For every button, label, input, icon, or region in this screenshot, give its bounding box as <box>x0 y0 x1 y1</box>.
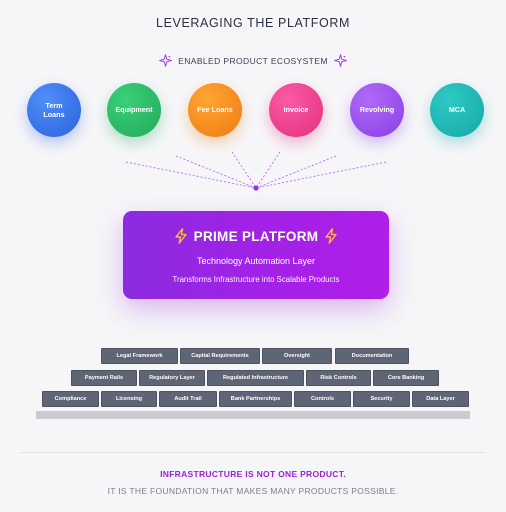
product-label: Loans <box>43 110 65 119</box>
platform-title: PRIME PLATFORM <box>193 228 319 244</box>
brick-regulatory-layer: Regulatory Layer <box>139 370 205 386</box>
divider <box>20 452 486 453</box>
product-bubble-equipment[interactable]: Equipment <box>107 83 161 137</box>
product-label: Fee Loans <box>197 105 233 115</box>
product-label: Revolving <box>359 105 395 115</box>
brick-risk-controls: Risk Controls <box>306 370 371 386</box>
brick-bank-partnerships: Bank Partnerships <box>219 391 292 407</box>
footer-headline: INFRASTRUCTURE IS NOT ONE PRODUCT. <box>160 469 346 479</box>
brick-documentation: Documentation <box>335 348 409 364</box>
sparkle-icon <box>333 54 347 67</box>
brick-capital-requirements: Capital Requirements <box>180 348 260 364</box>
platform-subtitle: Technology Automation Layer <box>196 256 316 266</box>
brick-licensing: Licensing <box>101 391 157 407</box>
brick-regulated-infrastructure: Regulated Infrastructure <box>207 370 304 386</box>
lightning-icon <box>174 228 187 244</box>
brick-compliance: Compliance <box>42 391 99 407</box>
connector-hub <box>253 185 259 191</box>
page-title: LEVERAGING THE PLATFORM <box>156 16 350 30</box>
product-label: Invoice <box>283 105 309 115</box>
platform-description: Transforms Infrastructure into Scalable … <box>172 275 340 284</box>
product-bubble-invoice[interactable]: Invoice <box>269 83 323 137</box>
brick-audit-trail: Audit Trail <box>159 391 217 407</box>
brick-core-banking: Core Banking <box>373 370 439 386</box>
brick-legal-framework: Legal Framework <box>101 348 178 364</box>
brick-controls: Controls <box>294 391 351 407</box>
prime-platform-card[interactable]: PRIME PLATFORM Technology Automation Lay… <box>123 211 389 299</box>
brick-payment-rails: Payment Rails <box>71 370 137 386</box>
footer-tagline: IT IS THE FOUNDATION THAT MAKES MANY PRO… <box>107 486 399 496</box>
product-bubble-fee-loans[interactable]: Fee Loans <box>188 83 242 137</box>
connector-lines <box>125 151 387 191</box>
infrastructure-base <box>36 411 470 419</box>
ecosystem-heading: ENABLED PRODUCT ECOSYSTEM <box>0 54 506 67</box>
product-bubble-mca[interactable]: MCA <box>430 83 484 137</box>
product-label: Term <box>45 100 63 110</box>
sparkle-icon <box>159 54 173 67</box>
product-label: Equipment <box>115 105 153 115</box>
platform-title-row: PRIME PLATFORM <box>123 228 389 244</box>
brick-security: Security <box>353 391 410 407</box>
brick-data-layer: Data Layer <box>412 391 469 407</box>
ecosystem-subtitle: ENABLED PRODUCT ECOSYSTEM <box>178 55 328 66</box>
product-label: MCA <box>448 105 466 115</box>
product-bubble-revolving[interactable]: Revolving <box>350 83 404 137</box>
brick-oversight: Oversight <box>262 348 332 364</box>
lightning-icon <box>325 228 338 244</box>
